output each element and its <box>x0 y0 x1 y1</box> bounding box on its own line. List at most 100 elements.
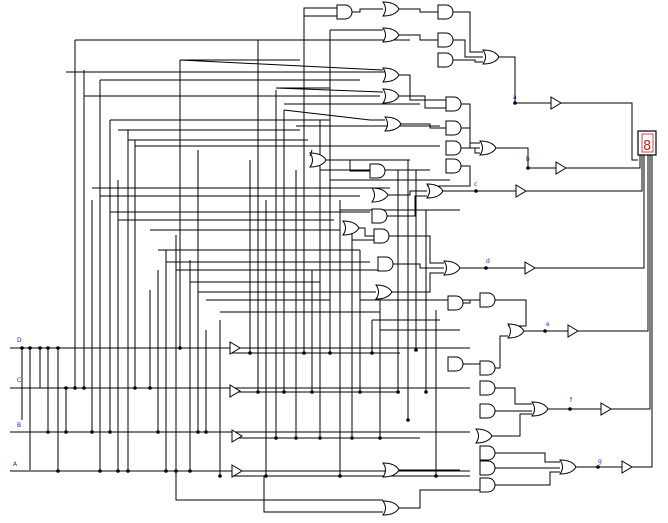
wire <box>263 476 383 513</box>
wire <box>494 335 508 369</box>
wire <box>392 263 444 269</box>
wire <box>460 103 480 144</box>
or-gate <box>382 27 400 43</box>
or-gate <box>443 260 461 276</box>
wire <box>494 299 527 327</box>
wire <box>494 452 560 463</box>
junction-dot <box>248 351 252 355</box>
wire <box>398 74 446 101</box>
wire <box>283 109 385 121</box>
junction-dot <box>133 386 137 390</box>
junction-dot <box>164 469 168 473</box>
junctions <box>20 101 600 478</box>
and-gate <box>479 380 496 396</box>
or-gate <box>382 67 400 83</box>
or-gate <box>559 459 577 475</box>
wire <box>566 155 641 169</box>
wire <box>303 7 337 10</box>
input-label-a: A <box>13 461 18 468</box>
and-gate <box>437 52 454 68</box>
or-gate <box>382 1 400 17</box>
junction-dot <box>20 346 24 350</box>
junction-dot <box>302 351 306 355</box>
and-gate <box>445 140 462 156</box>
junction-dot <box>513 101 517 105</box>
and-gate <box>479 477 496 493</box>
wire <box>398 8 438 13</box>
junction-dot <box>256 390 260 394</box>
junction-dot <box>156 430 160 434</box>
junction-dot <box>204 430 208 434</box>
and-gate <box>479 292 496 308</box>
junction-dot <box>424 390 428 394</box>
wire <box>499 56 551 104</box>
or-gate <box>482 49 500 65</box>
junction-dot <box>56 469 60 473</box>
junction-dot <box>148 386 152 390</box>
junction-dot <box>56 346 60 350</box>
junction-dot <box>108 430 112 434</box>
wire <box>578 155 649 332</box>
wire <box>460 127 480 149</box>
junction-dot <box>414 348 418 352</box>
or-gate <box>371 187 389 203</box>
or-gate <box>342 220 360 236</box>
junction-dot <box>46 430 50 434</box>
junction-dot <box>294 436 298 440</box>
output-label-b: b <box>526 156 530 163</box>
wire <box>398 489 480 509</box>
junction-dot <box>64 386 68 390</box>
gates <box>229 1 633 516</box>
junction-dot <box>474 189 478 193</box>
junction-dot <box>264 474 268 478</box>
junction-dot <box>350 436 354 440</box>
or-gate <box>382 88 400 104</box>
wire <box>326 159 370 172</box>
or-gate <box>309 152 327 168</box>
junction-dot <box>98 469 102 473</box>
wire <box>398 34 438 41</box>
wire <box>535 155 645 269</box>
not-gate <box>567 324 579 338</box>
or-gate <box>531 401 549 417</box>
wire <box>179 59 384 71</box>
seven-segment-display: 8 <box>637 130 657 156</box>
and-gate <box>373 228 390 244</box>
junction-dot <box>378 436 382 440</box>
junction-dot <box>396 390 400 394</box>
junction-dot <box>282 390 286 394</box>
wire <box>496 147 556 169</box>
junction-dot <box>543 329 547 333</box>
junction-dot <box>73 386 77 390</box>
junction-dot <box>406 418 410 422</box>
wire <box>388 235 444 264</box>
not-gate <box>600 402 612 416</box>
output-label-c: c <box>474 181 477 188</box>
wire <box>561 102 638 161</box>
wire <box>427 165 471 187</box>
junction-dot <box>174 469 178 473</box>
junction-dot <box>484 266 488 270</box>
junction-dot <box>82 386 86 390</box>
and-gate <box>479 360 496 376</box>
junction-dot <box>274 436 278 440</box>
wire <box>526 155 643 192</box>
input-label-d: D <box>17 337 22 344</box>
not-gate <box>621 460 633 474</box>
junction-dot <box>358 390 362 394</box>
wire <box>359 227 374 237</box>
input-label-c: C <box>17 377 21 384</box>
wire <box>398 95 446 109</box>
junction-dot <box>596 465 600 469</box>
junction-dot <box>318 436 322 440</box>
junction-dot <box>370 351 374 355</box>
junction-dot <box>434 474 438 478</box>
junction-dot <box>328 351 332 355</box>
and-gate <box>437 4 454 20</box>
wire <box>632 155 653 468</box>
wire <box>462 299 480 304</box>
wire <box>388 190 427 196</box>
wire <box>452 39 483 58</box>
and-gate <box>377 256 394 272</box>
